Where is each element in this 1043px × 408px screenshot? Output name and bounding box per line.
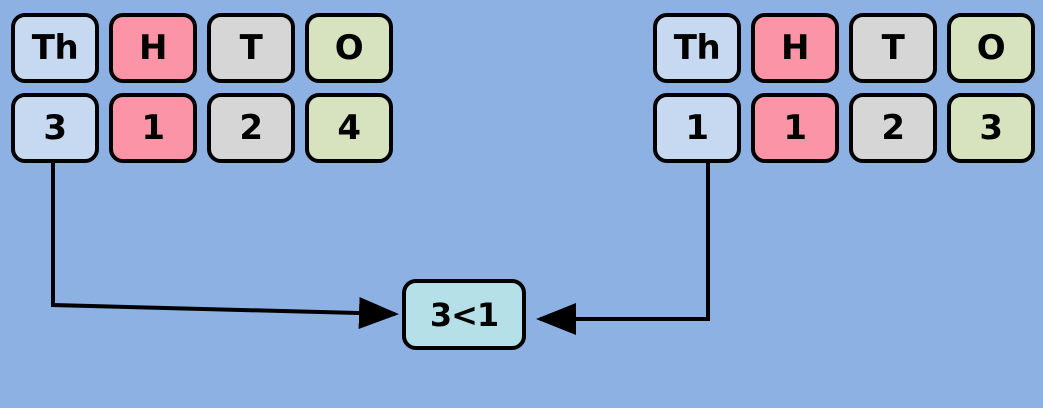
left-thousands-to-result-connector (51, 163, 399, 330)
right-digit-tens[interactable]: 2 (849, 93, 937, 163)
comparison-result-box[interactable]: 3<1 (402, 279, 526, 350)
left-digit-hundreds[interactable]: 1 (109, 93, 197, 163)
right-thousands-to-result-connector (536, 163, 710, 335)
left-digit-row: 3 1 2 4 (11, 93, 393, 163)
left-header-ones[interactable]: O (305, 13, 393, 83)
right-header-tens[interactable]: T (849, 13, 937, 83)
right-digit-ones[interactable]: 3 (947, 93, 1035, 163)
left-digit-thousands[interactable]: 3 (11, 93, 99, 163)
right-place-value-chart: Th H T O 1 1 2 3 (653, 13, 1035, 163)
right-header-ones[interactable]: O (947, 13, 1035, 83)
right-header-thousands[interactable]: Th (653, 13, 741, 83)
left-header-tens[interactable]: T (207, 13, 295, 83)
left-digit-ones[interactable]: 4 (305, 93, 393, 163)
left-header-hundreds[interactable]: H (109, 13, 197, 83)
left-header-thousands[interactable]: Th (11, 13, 99, 83)
right-digit-hundreds[interactable]: 1 (751, 93, 839, 163)
left-header-row: Th H T O (11, 13, 393, 83)
right-digit-thousands[interactable]: 1 (653, 93, 741, 163)
right-digit-row: 1 1 2 3 (653, 93, 1035, 163)
left-place-value-chart: Th H T O 3 1 2 4 (11, 13, 393, 163)
right-header-row: Th H T O (653, 13, 1035, 83)
right-header-hundreds[interactable]: H (751, 13, 839, 83)
left-digit-tens[interactable]: 2 (207, 93, 295, 163)
